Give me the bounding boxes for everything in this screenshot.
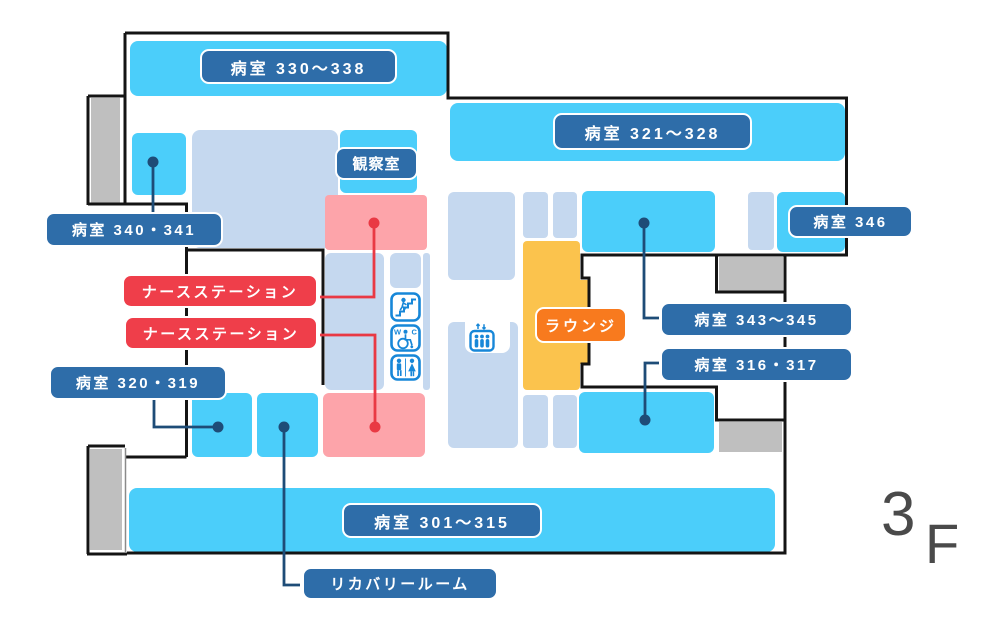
recovery-room-label: リカバリールーム [302, 567, 498, 600]
label-text: ナースステーション [141, 283, 299, 301]
area-block [748, 192, 774, 250]
rooms-340-341-label: 病室 340・341 [45, 212, 223, 247]
floor-letter: F [925, 512, 960, 575]
area-block [553, 395, 577, 448]
area-block [553, 192, 577, 238]
wc-letter-c: C [412, 328, 418, 337]
observation-room-label: 観察室 [335, 147, 418, 180]
label-text: 病室 301～315 [374, 514, 510, 532]
label-text: 病室 320・319 [75, 375, 201, 392]
nurse-station-1-label: ナースステーション [122, 274, 318, 308]
room-346-label: 病室 346 [788, 205, 913, 238]
label-text: 病室 340・341 [71, 222, 197, 239]
label-text: リカバリールーム [330, 576, 470, 593]
rooms-320-319-label: 病室 320・319 [49, 365, 227, 400]
service-shaft-block [90, 449, 122, 550]
area-block [423, 253, 430, 390]
wc-letter-w: W [394, 328, 402, 337]
label-text: 病室 316・317 [694, 357, 819, 374]
floor-number: 3 [881, 480, 916, 549]
label-text: 病室 346 [813, 214, 888, 231]
rooms-321-328-label: 病室 321～328 [553, 113, 752, 150]
label-text: 病室 330～338 [230, 60, 367, 78]
area-block [523, 192, 548, 238]
restrooms-icon [390, 354, 421, 381]
area-block [390, 253, 421, 288]
label-text: 病室 321～328 [584, 125, 721, 143]
label-text: ラウンジ [544, 317, 617, 335]
label-text: 観察室 [352, 156, 401, 173]
rooms-316-317-label: 病室 316・317 [660, 347, 853, 382]
nurse-station-1-block [325, 195, 427, 250]
rooms-301-315-label: 病室 301～315 [342, 503, 542, 538]
service-shaft-block [91, 98, 120, 204]
stairs-icon [390, 292, 421, 322]
rooms-343-345-label: 病室 343～345 [660, 302, 853, 337]
service-shaft-block [719, 422, 782, 452]
nurse-station-2-label: ナースステーション [124, 316, 318, 350]
label-text: 病室 343～345 [694, 312, 819, 329]
rooms-330-338-label: 病室 330～338 [200, 49, 397, 84]
rooms-320-319-block [192, 393, 252, 457]
area-block [448, 192, 515, 280]
service-shaft-block [719, 257, 783, 291]
rooms-343-345-block [582, 191, 715, 252]
rooms-316-317-block [579, 392, 714, 453]
nurse-station-2-block [323, 393, 425, 457]
recovery-room-block [257, 393, 318, 457]
elevator-icon [468, 321, 496, 352]
rooms-340-341-block [132, 133, 186, 195]
accessible-wc-icon: W C [390, 324, 421, 352]
area-block [325, 253, 384, 390]
lounge-label: ラウンジ [535, 307, 627, 343]
area-block [523, 395, 548, 448]
label-text: ナースステーション [142, 325, 300, 343]
